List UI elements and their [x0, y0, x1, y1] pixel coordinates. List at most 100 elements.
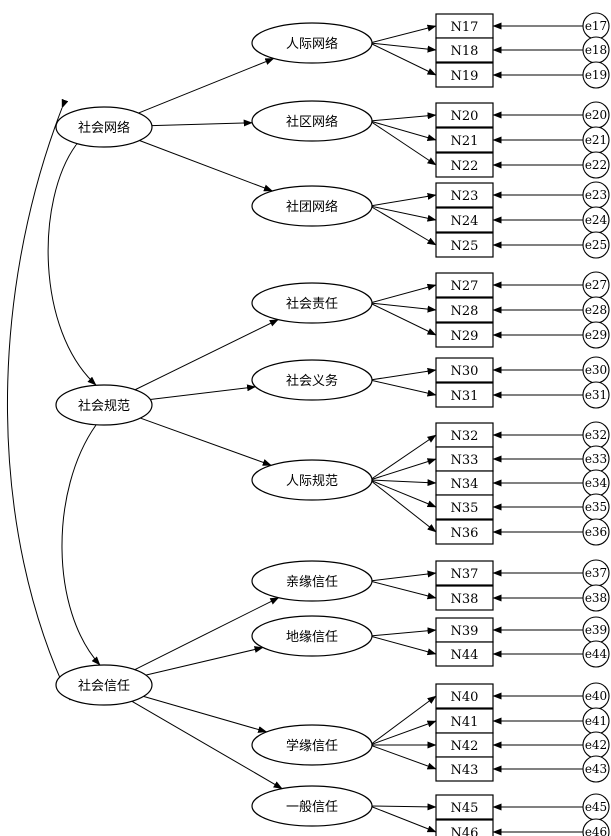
- subfactor-ellipse: [251, 22, 373, 64]
- error-term-e28: e28: [582, 296, 610, 324]
- indicator-label: N45: [451, 801, 479, 816]
- error-term-e35: e35: [582, 493, 610, 521]
- indicator-N34: N34: [435, 470, 494, 496]
- error-term-e41: e41: [582, 707, 610, 735]
- path-arrows: [6, 22, 583, 836]
- indicator-label: N36: [451, 526, 479, 541]
- error-term-e24: e24: [582, 206, 610, 234]
- error-label: e31: [585, 388, 607, 402]
- error-label: e22: [585, 158, 607, 172]
- subfactor-label: 社区网络: [286, 114, 338, 130]
- path-arrow-s2-N21: [369, 120, 437, 142]
- indicator-label: N46: [451, 826, 479, 836]
- error-term-e27: e27: [582, 271, 610, 299]
- path-arrow-s6-N36: [369, 479, 437, 533]
- subfactor-label: 人际规范: [286, 474, 338, 489]
- indicator-box: [435, 794, 494, 820]
- indicator-box: [435, 756, 494, 782]
- subfactor-ellipse: [251, 560, 373, 602]
- indicator-box: [435, 152, 494, 178]
- error-circle: [582, 231, 610, 259]
- error-label: e37: [585, 566, 607, 580]
- error-term-e25: e25: [582, 231, 610, 259]
- indicator-box: [435, 322, 494, 348]
- indicator-box: [435, 62, 494, 88]
- path-arrow-f1-s3: [139, 140, 273, 192]
- indicator-box: [435, 207, 494, 233]
- indicator-box: [435, 232, 494, 258]
- error-term-e45: e45: [582, 793, 610, 821]
- indicator-box: [435, 446, 494, 472]
- factor-node-f1: 社会网络: [55, 106, 153, 148]
- indicator-N39: N39: [435, 617, 494, 643]
- error-term-e19: e19: [582, 61, 610, 89]
- error-circle: [582, 584, 610, 612]
- error-term-e17: e17: [582, 12, 610, 40]
- factor-ellipse: [55, 384, 153, 426]
- error-label: e19: [585, 68, 607, 82]
- error-label: e46: [585, 825, 607, 836]
- path-arrow-s3-N24: [369, 205, 437, 222]
- subfactor-node-s9: 学缘信任: [251, 724, 373, 766]
- indicator-N17: N17: [435, 13, 494, 39]
- indicator-N43: N43: [435, 756, 494, 782]
- path-arrow-f2-s6: [140, 417, 272, 466]
- error-term-e40: e40: [582, 682, 610, 710]
- path-arrow-s2-N22: [369, 120, 437, 166]
- path-arrow-s2-N20: [369, 112, 437, 122]
- indicator-label: N21: [451, 134, 479, 149]
- path-arrow-s9-N40: [369, 695, 437, 746]
- error-label: e17: [585, 19, 607, 33]
- path-arrow-s1-N18: [369, 42, 437, 53]
- indicator-box: [435, 357, 494, 383]
- indicator-box: [435, 708, 494, 734]
- error-term-e32: e32: [582, 421, 610, 449]
- error-term-e46: e46: [582, 818, 610, 836]
- subfactor-node-s1: 人际网络: [251, 22, 373, 64]
- error-label: e28: [585, 303, 607, 317]
- error-label: e38: [585, 591, 607, 605]
- indicator-label: N18: [451, 44, 479, 59]
- indicator-box: [435, 13, 494, 39]
- path-arrow-f3-s8: [145, 646, 264, 676]
- indicator-label: N32: [451, 429, 479, 444]
- error-circle: [582, 381, 610, 409]
- indicator-N29: N29: [435, 322, 494, 348]
- error-term-e33: e33: [582, 445, 610, 473]
- subfactor-label: 社会责任: [286, 296, 338, 312]
- indicator-N19: N19: [435, 62, 494, 88]
- indicator-box: [435, 382, 494, 408]
- factor-node-f3: 社会信任: [55, 664, 153, 706]
- indicator-N46: N46: [435, 819, 494, 836]
- indicator-label: N20: [451, 109, 479, 124]
- indicator-N27: N27: [435, 272, 494, 298]
- indicator-label: N34: [451, 477, 479, 492]
- indicator-box: [435, 102, 494, 128]
- path-arrow-s7-N37: [369, 570, 437, 582]
- indicator-N21: N21: [435, 127, 494, 153]
- indicator-box: [435, 585, 494, 611]
- subfactor-ellipse: [251, 100, 373, 142]
- path-arrow-s6-N34: [369, 479, 437, 487]
- subfactor-label: 地缘信任: [286, 630, 338, 645]
- path-arrow-s7-N38: [369, 580, 437, 600]
- path-arrow-f2-s4: [134, 319, 279, 391]
- error-circle: [582, 755, 610, 783]
- factor-label: 社会信任: [78, 678, 130, 694]
- correlation-arc-f1-f3: [6, 98, 71, 701]
- path-arrow-s8-N39: [369, 627, 437, 637]
- subfactor-label: 亲缘信任: [286, 575, 338, 590]
- error-label: e23: [585, 188, 607, 202]
- indicator-box: [435, 560, 494, 586]
- indicator-N28: N28: [435, 297, 494, 323]
- path-arrow-f3-s9: [143, 695, 268, 733]
- indicator-label: N19: [451, 69, 479, 84]
- error-term-e42: e42: [582, 731, 610, 759]
- indicator-N38: N38: [435, 585, 494, 611]
- indicator-box: [435, 519, 494, 545]
- error-circle: [582, 151, 610, 179]
- indicator-box: [435, 37, 494, 63]
- indicator-N20: N20: [435, 102, 494, 128]
- error-label: e33: [585, 452, 607, 466]
